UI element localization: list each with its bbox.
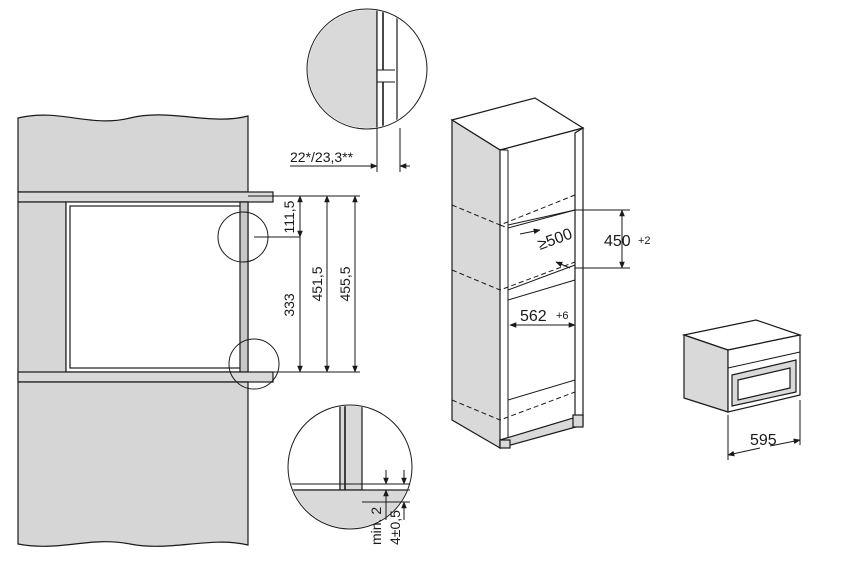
dim-333: 333 [281,293,297,317]
tall-cabinet-view: 450 +2 ≥500 562 +6 [450,97,651,450]
dim-min-2: min. 2 [368,507,384,545]
bottom-detail-magnifier: min. 2 4±0,5 [287,404,413,545]
dim-111-5: 111,5 [281,200,297,233]
top-detail-magnifier: 22*/23,3** [290,8,428,172]
side-section-view: 111,5 333 451,5 455,5 [17,114,360,547]
dim-niche-depth: ≥500 [536,226,575,254]
dim-455-5: 455,5 [337,266,353,301]
dim-niche-width-tol: +6 [556,310,569,322]
appliance-view: 595 [681,319,803,460]
dim-niche-width: 562 [520,308,547,325]
dim-niche-height: 450 [604,233,631,250]
dim-niche-height-tol: +2 [638,235,651,247]
detail-circle-bottom [228,338,280,390]
dim-appliance-width: 595 [750,432,777,449]
dim-gap-top: 22*/23,3** [290,149,354,165]
dim-tolerance-4: 4±0,5 [387,510,403,545]
dim-451-5: 451,5 [309,266,325,301]
